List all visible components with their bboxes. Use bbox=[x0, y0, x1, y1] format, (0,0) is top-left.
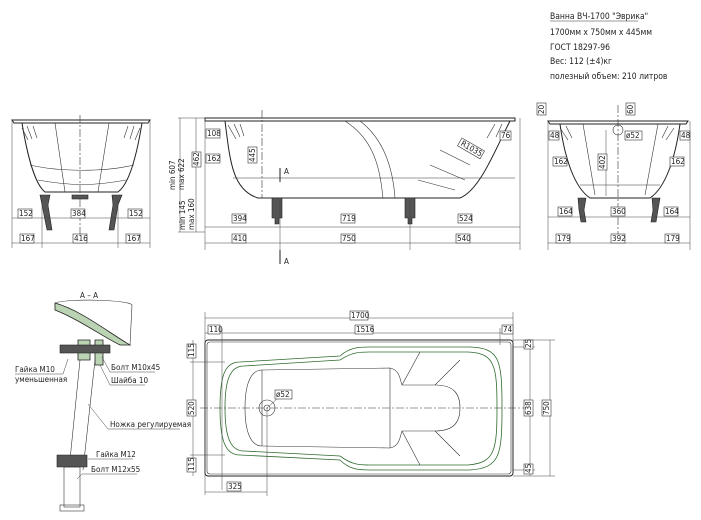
product-standard: ГОСТ 18297-96 bbox=[550, 43, 610, 53]
dim-label: 74 bbox=[503, 325, 513, 334]
dim-label: 167 bbox=[127, 234, 141, 243]
section-a-a: А – А Гайка М10 уменьшенная Болт М10х45 … bbox=[15, 291, 191, 512]
dim-label: 162 bbox=[554, 157, 568, 166]
length-label: 1700 bbox=[351, 311, 370, 320]
side-view: min 607 max 622 462 min 145 max 160 108 … bbox=[168, 110, 521, 266]
dim-label: max 160 bbox=[187, 198, 196, 230]
dim-label: 152 bbox=[129, 209, 143, 218]
dim-label: 750 bbox=[342, 234, 356, 243]
dim-label: 325 bbox=[228, 482, 242, 491]
width-label: 750 bbox=[542, 401, 551, 415]
dim-label: 462 bbox=[192, 152, 201, 166]
dim-label: min 145 bbox=[178, 200, 187, 230]
dim-label: 164 bbox=[559, 207, 573, 216]
dim-label: 445 bbox=[248, 148, 257, 162]
dim-label: 179 bbox=[557, 234, 571, 243]
label-bolt-m10: Болт М10х45 bbox=[111, 363, 160, 372]
info-block: Ванна ВЧ-1700 "Эврика" 1700мм x 750мм x … bbox=[550, 12, 668, 82]
top-view: 1700 110 1516 74 115 520 115 ø52 25 638 … bbox=[186, 310, 555, 496]
label-leg: Ножка регулируемая bbox=[110, 420, 191, 429]
dim-label: 20 bbox=[537, 104, 546, 114]
dim-label: 719 bbox=[342, 214, 356, 223]
dim-label: 392 bbox=[612, 234, 626, 243]
dim-label: min 607 bbox=[168, 160, 177, 190]
dim-label: 1516 bbox=[356, 325, 375, 334]
dim-label: 60 bbox=[626, 104, 635, 114]
drain-label: ø52 bbox=[626, 131, 640, 140]
label-nut-m10: Гайка М10 bbox=[15, 365, 55, 374]
dim-label: 179 bbox=[666, 234, 680, 243]
dim-label: 416 bbox=[74, 234, 88, 243]
dim-label: 410 bbox=[233, 234, 247, 243]
dim-label: 48 bbox=[681, 131, 691, 140]
drain-label: ø52 bbox=[276, 390, 290, 399]
section-mark: A bbox=[284, 167, 289, 176]
front-view: 152 384 152 167 416 167 bbox=[11, 115, 151, 248]
section-title: А – А bbox=[80, 291, 98, 300]
dim-label: 108 bbox=[207, 129, 221, 138]
end-view: 20 60 ø52 48 48 162 162 402 164 360 164 … bbox=[536, 102, 691, 250]
dim-label: 115 bbox=[187, 457, 196, 471]
dim-label: 540 bbox=[457, 234, 471, 243]
dim-label: 402 bbox=[598, 155, 607, 169]
dim-label: 164 bbox=[665, 207, 679, 216]
dim-label: 45 bbox=[524, 464, 533, 473]
dim-label: 76 bbox=[501, 131, 511, 140]
product-title: Ванна ВЧ-1700 "Эврика" bbox=[550, 12, 648, 22]
label-nut-m12: Гайка М12 bbox=[96, 450, 136, 459]
label-nut-m10-note: уменьшенная bbox=[15, 375, 67, 384]
product-volume: полезный объем: 210 литров bbox=[550, 71, 668, 82]
dim-label: 48 bbox=[550, 131, 560, 140]
dim-label: 115 bbox=[187, 343, 196, 357]
label-washer: Шайба 10 bbox=[111, 375, 148, 385]
dim-label: 162 bbox=[207, 154, 221, 163]
dim-label: 25 bbox=[524, 339, 533, 348]
radius-label: R1035 bbox=[459, 139, 484, 158]
dim-label: 110 bbox=[209, 325, 223, 334]
dim-label: 152 bbox=[19, 209, 33, 218]
product-size: 1700мм x 750мм x 445мм bbox=[550, 28, 652, 38]
dim-label: 638 bbox=[524, 401, 533, 415]
product-weight: Вес: 112 (±4)кг bbox=[550, 57, 612, 67]
dim-label: 524 bbox=[459, 214, 473, 223]
dim-label: 167 bbox=[21, 234, 35, 243]
dim-label: 384 bbox=[72, 209, 86, 218]
dim-label: 360 bbox=[612, 207, 626, 216]
dim-label: 394 bbox=[233, 214, 247, 223]
dim-label: max 622 bbox=[177, 158, 186, 190]
label-bolt-m12: Болт М12х55 bbox=[91, 465, 140, 474]
dim-label: 520 bbox=[187, 401, 196, 415]
section-mark: A bbox=[284, 257, 289, 266]
dim-label: 162 bbox=[671, 157, 685, 166]
